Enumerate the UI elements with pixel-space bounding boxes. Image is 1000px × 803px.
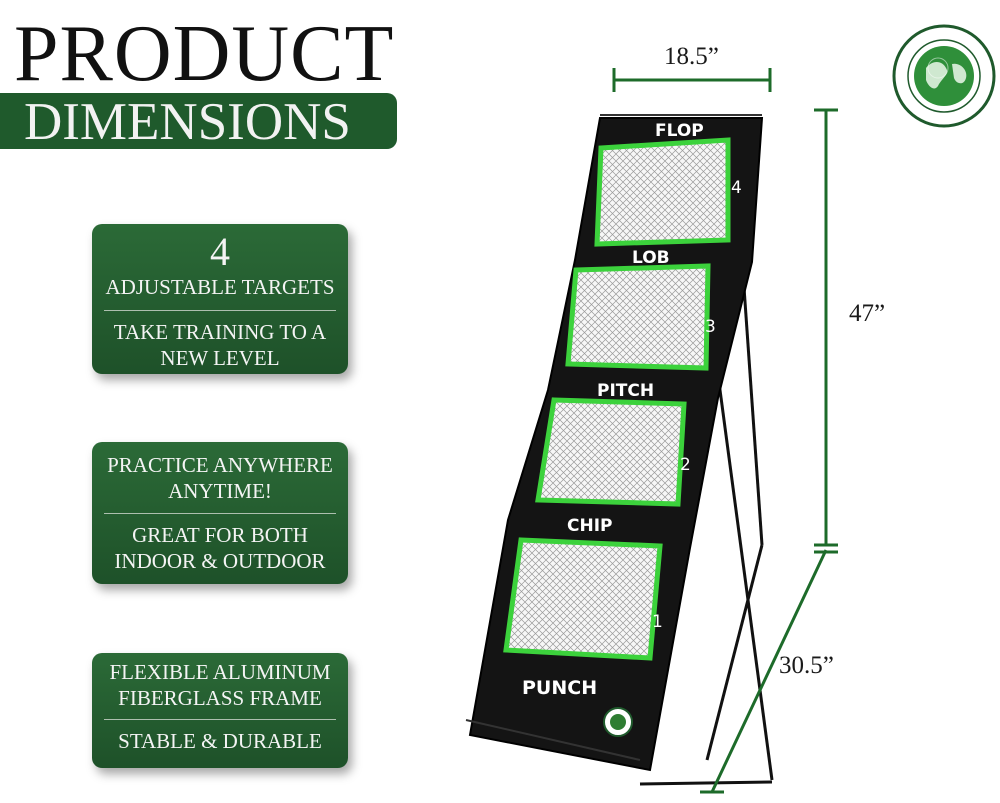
- target-pocket-flop: [594, 137, 731, 247]
- divider: [104, 719, 336, 720]
- feature-card-targets: 4 ADJUSTABLE TARGETS TAKE TRAINING TO A …: [92, 224, 348, 374]
- target-label-punch: PUNCH: [522, 677, 597, 699]
- target-number-3: 3: [705, 317, 716, 337]
- dimension-width-line: [612, 68, 772, 92]
- target-pocket-pitch: [535, 397, 687, 507]
- feature-text: FIBERGLASS FRAME: [118, 686, 322, 710]
- target-number-1: 1: [652, 612, 663, 632]
- brand-logo: [892, 24, 996, 128]
- target-label-lob: LOB: [632, 248, 670, 268]
- dimension-depth-line: [700, 549, 838, 794]
- divider: [104, 310, 336, 311]
- target-pocket-lob: [565, 263, 711, 371]
- globe-icon: [914, 46, 974, 106]
- feature-text: FLEXIBLE ALUMINUM: [109, 660, 331, 684]
- feature-text: ANYTIME!: [168, 479, 272, 503]
- target-label-flop: FLOP: [655, 121, 704, 141]
- feature-card-frame: FLEXIBLE ALUMINUM FIBERGLASS FRAME STABL…: [92, 653, 348, 768]
- dimension-depth-label: 30.5”: [779, 652, 834, 679]
- title-banner: DIMENSIONS: [0, 93, 397, 149]
- dimension-height-label: 47”: [849, 300, 886, 327]
- title-product: PRODUCT: [14, 10, 395, 98]
- feature-text: INDOOR & OUTDOOR: [114, 549, 326, 573]
- feature-text: GREAT FOR BOTH: [132, 523, 308, 547]
- divider: [104, 513, 336, 514]
- feature-text: STABLE & DURABLE: [118, 729, 322, 753]
- frame-rails: [465, 114, 762, 761]
- feature-text: NEW LEVEL: [160, 346, 280, 370]
- dimension-height-line: [814, 108, 838, 547]
- targets-count: 4: [210, 229, 230, 274]
- feature-card-practice: PRACTICE ANYWHERE ANYTIME! GREAT FOR BOT…: [92, 442, 348, 584]
- target-pocket-chip: [503, 537, 663, 661]
- title-dimensions: DIMENSIONS: [24, 93, 351, 151]
- feature-text: PRACTICE ANYWHERE: [107, 453, 333, 477]
- dimension-width-label: 18.5”: [664, 43, 719, 70]
- feature-text: TAKE TRAINING TO A: [113, 320, 327, 344]
- feature-text: ADJUSTABLE TARGETS: [105, 275, 335, 299]
- target-label-pitch: PITCH: [597, 381, 654, 401]
- target-number-4: 4: [731, 178, 742, 198]
- target-label-chip: CHIP: [567, 516, 613, 536]
- target-number-2: 2: [680, 455, 691, 475]
